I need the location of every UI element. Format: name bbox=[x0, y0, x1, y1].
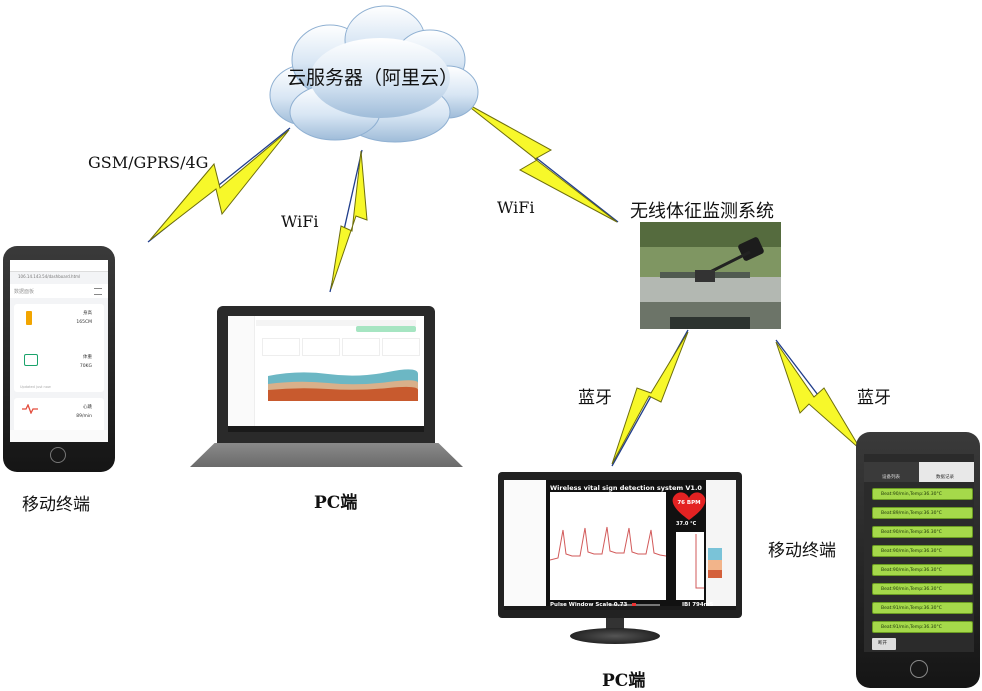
monitor-app-title: Wireless vital sign detection system V1.… bbox=[550, 484, 702, 492]
ibi-value: IBI 794mS bbox=[682, 602, 714, 608]
monitor-color-block-2 bbox=[708, 560, 722, 570]
disconnect-button-label: 断开 bbox=[878, 641, 887, 646]
monitor-stand-base bbox=[570, 628, 660, 644]
device-photo bbox=[640, 222, 781, 329]
monitor-right-panel bbox=[706, 480, 736, 610]
card-weight-value: 70KG bbox=[79, 364, 92, 369]
monitor-screen: 76 BPM 37.0 °C bbox=[504, 480, 736, 610]
data-row: Beat:90/min,Temp:36.30°C bbox=[872, 564, 973, 576]
laptop-card-3 bbox=[342, 338, 380, 356]
phone-left-title: 数据面板 bbox=[14, 289, 35, 295]
lightning-bolt-bt-left bbox=[611, 331, 689, 465]
bluetooth-right-label: 蓝牙 bbox=[857, 388, 891, 408]
wifi-left-label: WiFi bbox=[281, 212, 319, 231]
card-weight: 体重 70KG Updated just now bbox=[14, 348, 104, 392]
scale-icon bbox=[24, 354, 38, 366]
pc-bottom-label: PC端 bbox=[602, 671, 646, 691]
card-heartbeat-value: 89/min bbox=[76, 414, 92, 419]
pc-top-label: PC端 bbox=[314, 493, 358, 513]
bpm-value: 76 BPM bbox=[677, 500, 701, 506]
card-heartbeat-name: 心跳 bbox=[83, 405, 92, 410]
pulse-window-scale: Pulse Window Scale 0.73 bbox=[550, 602, 628, 608]
laptop-green-button[interactable] bbox=[356, 326, 416, 332]
pulse-icon bbox=[22, 404, 38, 414]
phone-right: 设备列表 数据记录 Beat:90/min,Temp:36.30°C Beat:… bbox=[856, 432, 980, 688]
tab-data-record-label: 数据记录 bbox=[936, 475, 954, 480]
data-row: Beat:91/min,Temp:36.30°C bbox=[872, 621, 973, 633]
phone-left-url[interactable]: 106.14.143.54/dashboard.html bbox=[18, 274, 81, 279]
wifi-right-label: WiFi bbox=[497, 198, 535, 217]
lightning-bolt-bt-right bbox=[775, 341, 862, 451]
ibi-trace bbox=[695, 534, 704, 589]
data-row: Beat:89/min,Temp:36.30°C bbox=[872, 507, 973, 519]
laptop-card-4 bbox=[382, 338, 420, 356]
laptop-card-1 bbox=[262, 338, 300, 356]
data-row: Beat:91/min,Temp:36.30°C bbox=[872, 602, 973, 614]
pulse-waveform bbox=[550, 526, 666, 561]
monitor-sidebar bbox=[504, 480, 547, 610]
system-title: 无线体征监测系统 bbox=[630, 201, 774, 222]
browser-nav-bar[interactable] bbox=[10, 430, 108, 442]
phone-left-screen: 106.14.143.54/dashboard.html 数据面板 身高 165… bbox=[10, 260, 108, 442]
lightning-bolt-wifi-right bbox=[461, 100, 618, 223]
laptop-base bbox=[190, 443, 463, 467]
home-button[interactable] bbox=[50, 447, 66, 463]
monitor-color-block-3 bbox=[708, 570, 722, 578]
phone-right-screen: 设备列表 数据记录 Beat:90/min,Temp:36.30°C Beat:… bbox=[864, 454, 974, 652]
laptop-header-bar bbox=[256, 320, 416, 326]
data-row: Beat:90/min,Temp:36.30°C bbox=[872, 488, 973, 500]
card-height-value: 165CM bbox=[76, 320, 92, 325]
gsm-label: GSM/GPRS/4G bbox=[88, 153, 209, 172]
cloud-label: 云服务器（阿里云） bbox=[287, 67, 459, 89]
heart-icon bbox=[672, 492, 706, 520]
disconnect-button[interactable] bbox=[872, 638, 896, 650]
tab-device-list-label: 设备列表 bbox=[882, 475, 900, 480]
mobile-right-label: 移动终端 bbox=[768, 541, 836, 561]
laptop-screen bbox=[228, 316, 424, 432]
data-row: Beat:90/min,Temp:36.30°C bbox=[872, 583, 973, 595]
laptop-card-2 bbox=[302, 338, 340, 356]
phone-right-home-button[interactable] bbox=[910, 660, 928, 678]
monitor-stand bbox=[606, 618, 624, 630]
cloud-icon bbox=[269, 5, 479, 143]
laptop-sidebar bbox=[228, 316, 255, 432]
data-row: Beat:90/min,Temp:36.30°C bbox=[872, 545, 973, 557]
card-weight-name: 体重 bbox=[83, 355, 92, 360]
scale-slider-handle[interactable] bbox=[632, 603, 636, 608]
ruler-icon bbox=[26, 311, 32, 325]
tab-data-record[interactable] bbox=[919, 462, 974, 482]
temperature-value: 37.0 °C bbox=[676, 521, 697, 527]
menu-icon[interactable] bbox=[94, 288, 102, 295]
ibi-plot bbox=[676, 532, 704, 600]
lightning-bolt-gsm bbox=[149, 129, 290, 241]
monitor-taskbar bbox=[504, 606, 736, 610]
lightning-bolt-wifi-left bbox=[330, 150, 368, 290]
monitor-color-block-1 bbox=[708, 548, 722, 560]
card-height-name: 身高 bbox=[83, 311, 92, 316]
data-row: Beat:90/min,Temp:36.30°C bbox=[872, 526, 973, 538]
card-weight-footer: Updated just now bbox=[20, 385, 51, 389]
laptop-taskbar bbox=[228, 426, 424, 432]
card-heartbeat: 心跳 89/min bbox=[14, 398, 104, 432]
laptop-area-chart bbox=[268, 369, 418, 401]
phone-left: 106.14.143.54/dashboard.html 数据面板 身高 165… bbox=[3, 246, 115, 472]
bluetooth-left-label: 蓝牙 bbox=[578, 388, 612, 408]
pulse-plot bbox=[550, 492, 666, 600]
mobile-left-label: 移动终端 bbox=[22, 495, 90, 515]
